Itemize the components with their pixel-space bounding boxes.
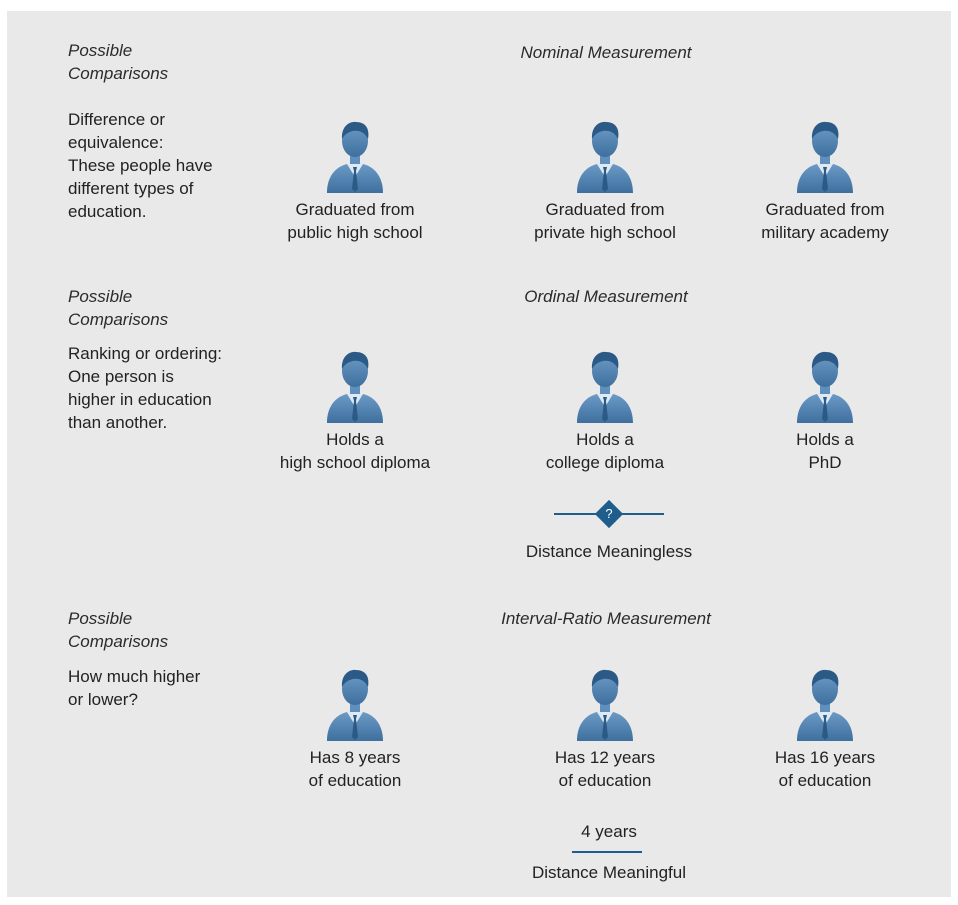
- interval-description: How much higher or lower?: [68, 665, 273, 711]
- label-line: Holds a: [796, 430, 854, 449]
- description-line: Difference or: [68, 110, 166, 129]
- ordinal-measurement-title: Ordinal Measurement: [524, 287, 688, 306]
- nominal-measurement-title: Nominal Measurement: [520, 43, 692, 62]
- person-label: Holds a high school diploma: [255, 428, 455, 474]
- description-line: equivalence:: [68, 133, 164, 152]
- label-line: Has 8 years: [309, 748, 401, 767]
- description-line: than another.: [68, 413, 168, 432]
- nominal-comparisons-heading: Possible Comparisons: [68, 39, 268, 85]
- label-line: Holds a: [576, 430, 634, 449]
- description-line: different types of: [68, 179, 194, 198]
- label-line: high school diploma: [279, 453, 431, 472]
- description-line: Ranking or ordering:: [68, 344, 223, 363]
- description-line: These people have: [68, 156, 213, 175]
- distance-value-label: 4 years: [581, 822, 637, 841]
- label-line: Graduated from: [295, 200, 415, 219]
- description-line: How much higher: [68, 667, 201, 686]
- distance-line: [572, 851, 642, 853]
- diagram-panel: Possible Comparisons Nominal Measurement…: [7, 11, 951, 897]
- description-line: higher in education: [68, 390, 212, 409]
- ordinal-comparisons-heading: Possible Comparisons: [68, 285, 268, 331]
- interval-comparisons-heading: Possible Comparisons: [68, 607, 268, 653]
- label-line: Has 12 years: [554, 748, 656, 767]
- label-line: Graduated from: [765, 200, 885, 219]
- interval-measurement-title: Interval-Ratio Measurement: [501, 609, 711, 628]
- person-icon: [793, 667, 857, 741]
- distance-meaningless-label: Distance Meaningless: [525, 542, 693, 561]
- person-label: Has 16 years of education: [725, 746, 925, 792]
- heading-line: Possible: [68, 287, 133, 306]
- heading-line: Comparisons: [68, 632, 169, 651]
- person-icon: [793, 349, 857, 423]
- person-label: Graduated from public high school: [255, 198, 455, 244]
- person-label: Has 12 years of education: [505, 746, 705, 792]
- label-line: private high school: [534, 223, 676, 242]
- label-line: of education: [778, 771, 872, 790]
- heading-line: Comparisons: [68, 64, 169, 83]
- label-line: public high school: [287, 223, 423, 242]
- description-line: One person is: [68, 367, 174, 386]
- person-icon: [793, 119, 857, 193]
- person-label: Has 8 years of education: [255, 746, 455, 792]
- question-mark: ?: [605, 506, 613, 521]
- label-line: of education: [558, 771, 652, 790]
- person-icon: [323, 349, 387, 423]
- person-label: Holds a PhD: [725, 428, 925, 474]
- ordinal-description: Ranking or ordering: One person is highe…: [68, 342, 273, 434]
- label-line: college diploma: [545, 453, 665, 472]
- description-line: education.: [68, 202, 147, 221]
- label-line: PhD: [808, 453, 842, 472]
- person-label: Graduated from military academy: [725, 198, 925, 244]
- person-icon: [323, 667, 387, 741]
- label-line: Graduated from: [545, 200, 665, 219]
- label-line: military academy: [761, 223, 889, 242]
- distance-meaningful-label: Distance Meaningful: [531, 863, 687, 882]
- person-label: Holds a college diploma: [505, 428, 705, 474]
- label-line: Holds a: [326, 430, 384, 449]
- label-line: of education: [308, 771, 402, 790]
- description-line: or lower?: [68, 690, 138, 709]
- person-icon: [573, 119, 637, 193]
- heading-line: Possible: [68, 609, 133, 628]
- person-icon: [573, 349, 637, 423]
- person-icon: [573, 667, 637, 741]
- nominal-description: Difference or equivalence: These people …: [68, 108, 273, 223]
- heading-line: Possible: [68, 41, 133, 60]
- person-icon: [323, 119, 387, 193]
- person-label: Graduated from private high school: [505, 198, 705, 244]
- heading-line: Comparisons: [68, 310, 169, 329]
- label-line: Has 16 years: [774, 748, 876, 767]
